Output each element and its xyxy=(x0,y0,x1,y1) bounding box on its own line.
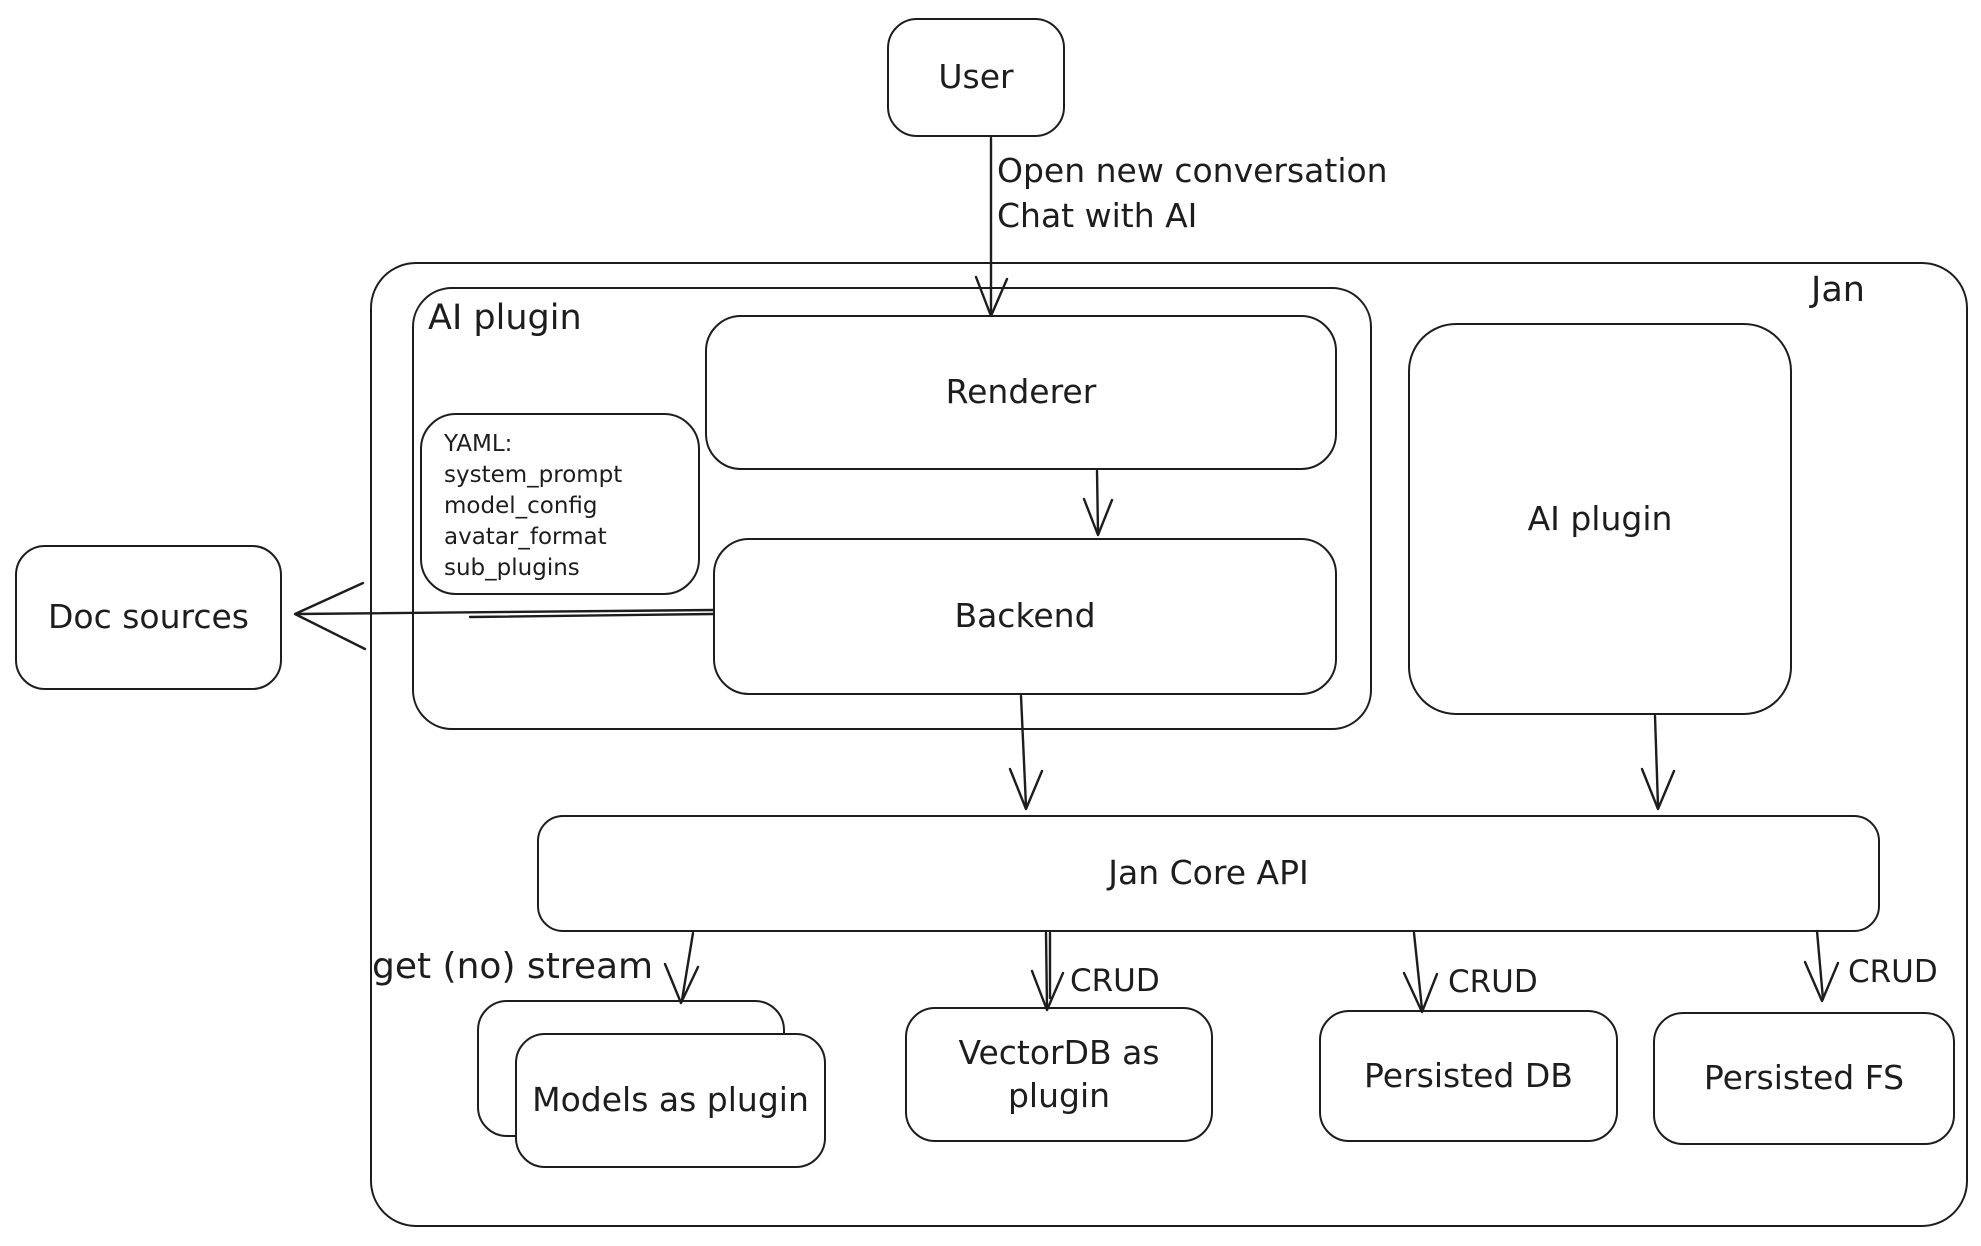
node-backend: Backend xyxy=(713,538,1337,695)
node-doc-sources-label: Doc sources xyxy=(47,597,249,637)
node-renderer: Renderer xyxy=(705,315,1337,470)
node-persisted-db-label: Persisted DB xyxy=(1364,1055,1573,1095)
node-renderer-label: Renderer xyxy=(945,372,1097,412)
edge-label-crud-persisted-db: CRUD xyxy=(1448,964,1538,1000)
edge-label-user-renderer: Open new conversation Chat with AI xyxy=(997,148,1388,238)
node-models-as-plugin: Models as plugin xyxy=(515,1033,826,1168)
container-jan xyxy=(370,262,1968,1227)
edge-label-user-renderer-line2: Chat with AI xyxy=(997,196,1198,235)
node-models-as-plugin-label: Models as plugin xyxy=(532,1080,809,1120)
edge-label-user-renderer-line1: Open new conversation xyxy=(997,151,1388,190)
node-ai-plugin-right-label: AI plugin xyxy=(1527,498,1673,538)
node-doc-sources: Doc sources xyxy=(15,545,282,690)
node-jan-core-api-label: Jan Core API xyxy=(1108,853,1309,893)
node-persisted-fs: Persisted FS xyxy=(1653,1012,1955,1145)
container-ai-plugin-label: AI plugin xyxy=(428,298,582,338)
node-backend-label: Backend xyxy=(954,596,1096,636)
edge-label-get-no-stream: get (no) stream xyxy=(372,946,654,987)
node-ai-plugin-right: AI plugin xyxy=(1408,323,1792,715)
container-jan-label: Jan xyxy=(1811,270,1865,310)
node-persisted-db: Persisted DB xyxy=(1319,1010,1618,1142)
yaml-note-line: system_prompt xyxy=(444,462,623,488)
node-user-label: User xyxy=(938,57,1014,97)
node-persisted-fs-label: Persisted FS xyxy=(1703,1058,1905,1098)
node-vectordb-as-plugin-label: VectorDB as plugin xyxy=(958,1032,1160,1115)
yaml-note-line: YAML: xyxy=(444,431,513,457)
yaml-note-line: avatar_format xyxy=(444,524,607,550)
container-ai-plugin xyxy=(412,287,1372,730)
node-user: User xyxy=(887,18,1065,137)
yaml-note-line: sub_plugins xyxy=(444,555,580,581)
node-yaml-note: YAML: system_prompt model_config avatar_… xyxy=(420,413,700,595)
yaml-note-line: model_config xyxy=(444,493,598,519)
node-vectordb-as-plugin: VectorDB as plugin xyxy=(905,1007,1213,1142)
edge-label-crud-vectordb: CRUD xyxy=(1070,963,1160,999)
edge-label-crud-persisted-fs: CRUD xyxy=(1848,954,1938,990)
node-jan-core-api: Jan Core API xyxy=(537,815,1880,932)
